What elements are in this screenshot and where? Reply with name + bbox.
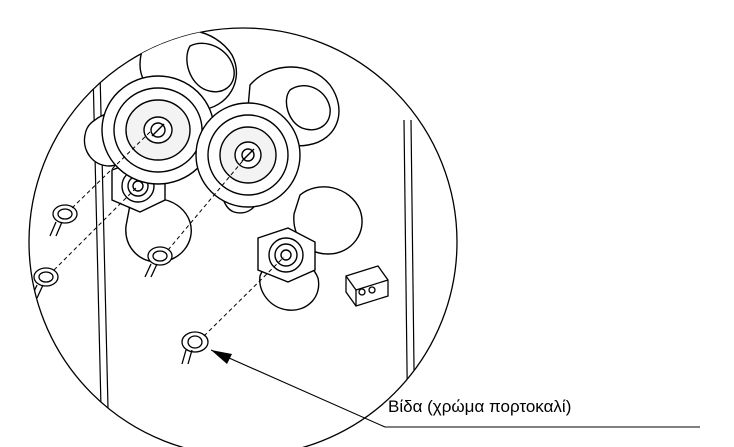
detail-circle — [28, 27, 458, 447]
screw-1 — [49, 204, 78, 237]
mounting-bracket — [345, 265, 389, 307]
assembly-lines — [53, 131, 285, 337]
screw-3 — [144, 246, 173, 278]
callout-leader — [210, 349, 700, 428]
screw-4 — [181, 331, 209, 365]
detail-contents — [30, 29, 416, 447]
screw-2 — [30, 267, 59, 299]
knob-assembly-right — [195, 66, 363, 311]
panel-edge-left — [91, 29, 110, 447]
screw-callout-label: Βίδα (χρώμα πορτοκαλί) — [388, 397, 572, 416]
knob-assembly-left — [83, 29, 238, 263]
